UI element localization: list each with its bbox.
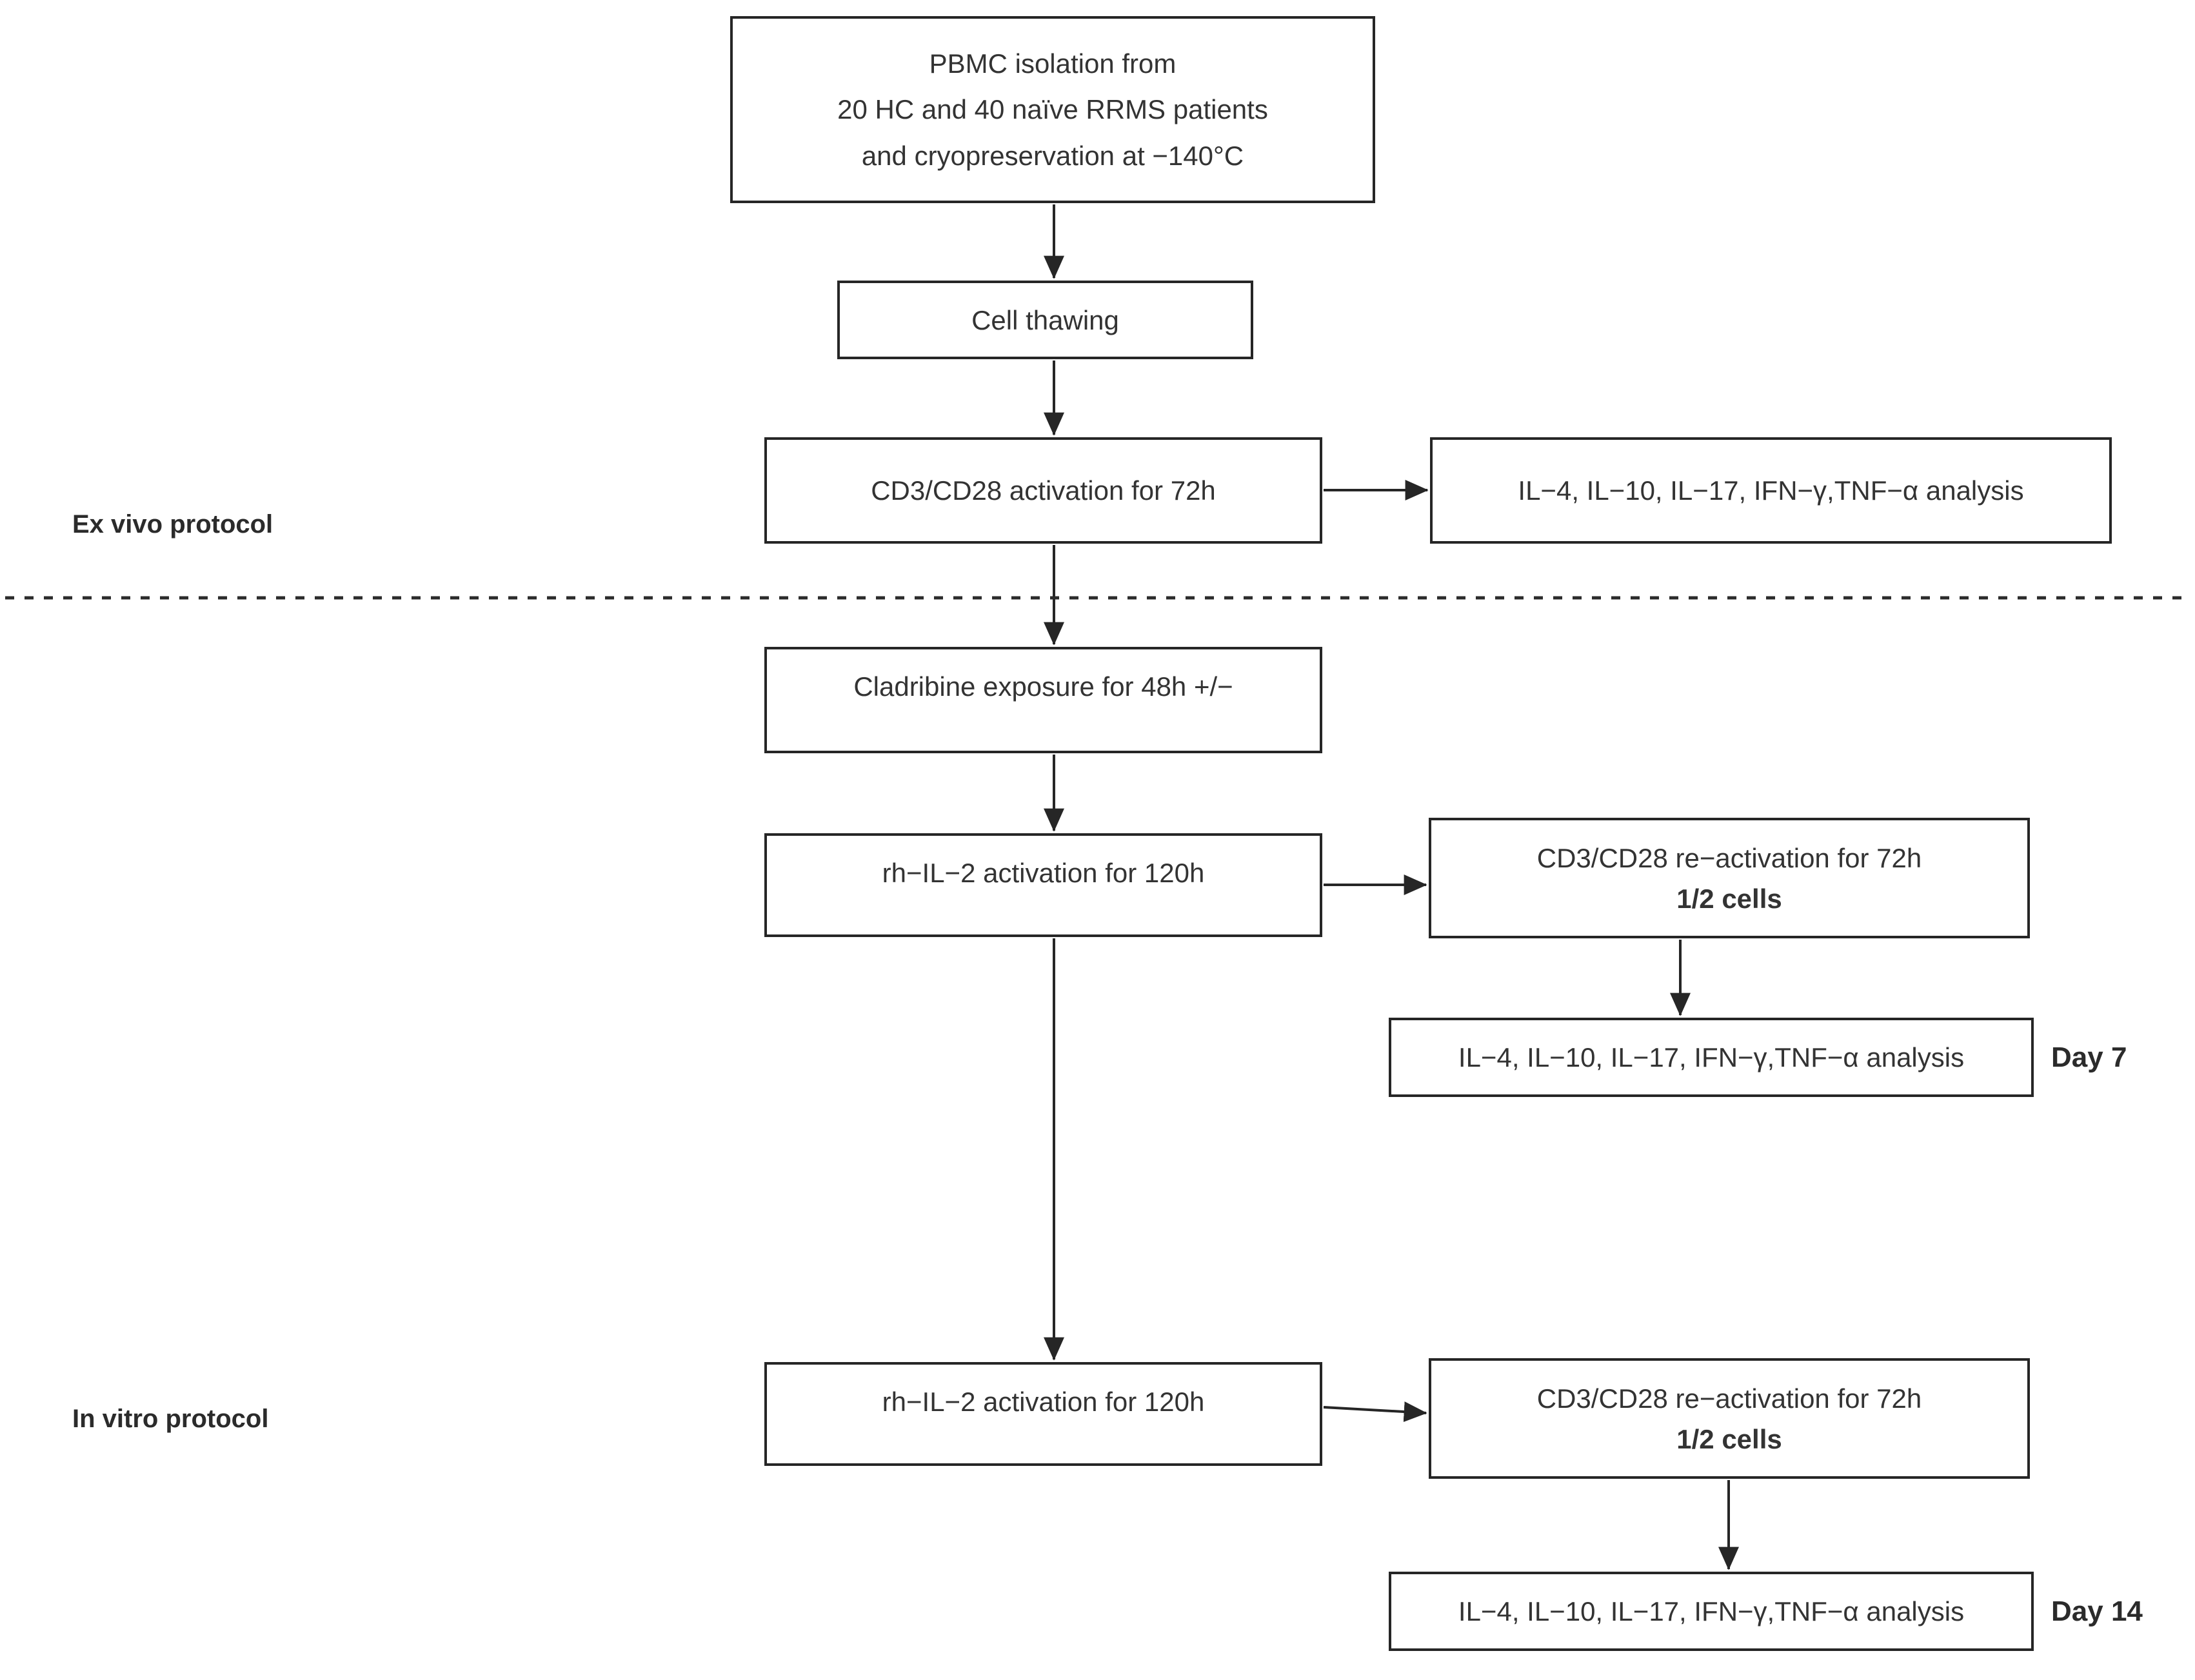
- node-cd3-cd28-reactivation-day14-line2: 1/2 cells: [1676, 1423, 1782, 1454]
- node-cytokine-analysis-day14-label: IL−4, IL−10, IL−17, IFN−γ,TNF−α analysis: [1458, 1596, 1965, 1626]
- node-cytokine-analysis-day14: IL−4, IL−10, IL−17, IFN−γ,TNF−α analysis: [1389, 1572, 2034, 1651]
- in-vitro-protocol-label: In vitro protocol: [72, 1405, 269, 1433]
- node-cd3-cd28-activation-label: CD3/CD28 activation for 72h: [871, 475, 1216, 506]
- node-cd3-cd28-reactivation-day14: CD3/CD28 re−activation for 72h 1/2 cells: [1429, 1358, 2030, 1479]
- day14-label: Day 14: [2051, 1595, 2143, 1627]
- node-rhil2-activation-day14: rh−IL−2 activation for 120h: [764, 1362, 1322, 1466]
- node-cytokine-analysis-ex-vivo-label: IL−4, IL−10, IL−17, IFN−γ,TNF−α analysis: [1518, 475, 2024, 506]
- node-cell-thawing-label: Cell thawing: [971, 304, 1119, 335]
- node-cd3-cd28-reactivation-day7-line2: 1/2 cells: [1676, 883, 1782, 914]
- node-pbmc-isolation: PBMC isolation from 20 HC and 40 naïve R…: [730, 16, 1375, 203]
- node-cell-thawing: Cell thawing: [837, 281, 1253, 359]
- node-cd3-cd28-reactivation-day14-line1: CD3/CD28 re−activation for 72h: [1536, 1383, 1922, 1414]
- day7-label: Day 7: [2051, 1041, 2127, 1073]
- node-rhil2-activation-day7-label: rh−IL−2 activation for 120h: [882, 858, 1205, 888]
- arrow-rhil2-to-reactivation-day14: [1323, 1401, 1427, 1423]
- node-cladribine-exposure: Cladribine exposure for 48h +/−: [764, 647, 1322, 753]
- node-rhil2-activation-day7: rh−IL−2 activation for 120h: [764, 833, 1322, 937]
- node-cd3-cd28-reactivation-day7-line1: CD3/CD28 re−activation for 72h: [1536, 842, 1922, 873]
- node-cytokine-analysis-ex-vivo: IL−4, IL−10, IL−17, IFN−γ,TNF−α analysis: [1430, 437, 2112, 544]
- node-cd3-cd28-reactivation-day7: CD3/CD28 re−activation for 72h 1/2 cells: [1429, 818, 2030, 938]
- ex-vivo-protocol-label: Ex vivo protocol: [72, 510, 273, 539]
- node-cytokine-analysis-day7-label: IL−4, IL−10, IL−17, IFN−γ,TNF−α analysis: [1458, 1042, 1965, 1072]
- node-cladribine-exposure-label: Cladribine exposure for 48h +/−: [853, 671, 1233, 702]
- node-rhil2-activation-day14-label: rh−IL−2 activation for 120h: [882, 1387, 1205, 1417]
- node-pbmc-isolation-label: PBMC isolation from 20 HC and 40 naïve R…: [837, 48, 1268, 171]
- node-cytokine-analysis-day7: IL−4, IL−10, IL−17, IFN−γ,TNF−α analysis: [1389, 1018, 2034, 1097]
- node-cd3-cd28-activation: CD3/CD28 activation for 72h: [764, 437, 1322, 544]
